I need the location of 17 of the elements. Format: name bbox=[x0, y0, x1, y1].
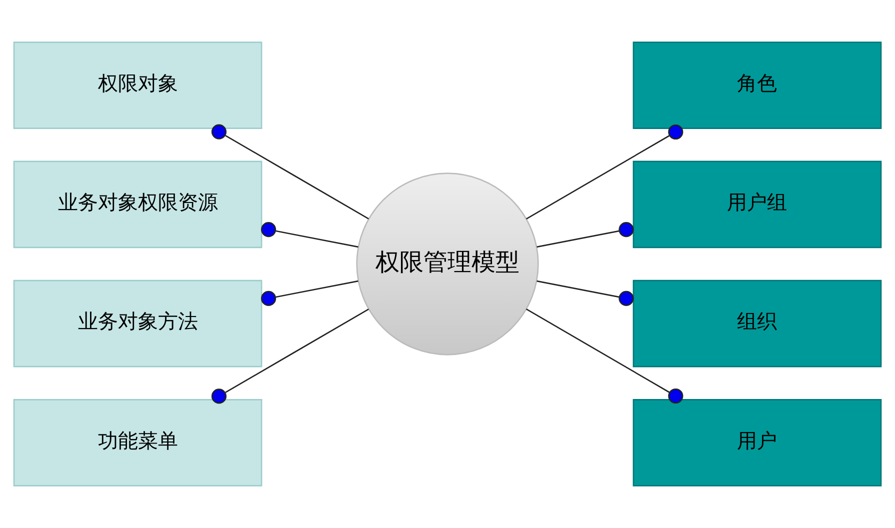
node-box: 用户 bbox=[632, 399, 882, 486]
connector bbox=[536, 222, 634, 248]
connector bbox=[261, 222, 358, 248]
node-box: 权限对象 bbox=[13, 42, 262, 129]
node-box: 组织 bbox=[632, 280, 882, 368]
node-box: 业务对象方法 bbox=[13, 280, 262, 368]
node-box: 业务对象权限资源 bbox=[13, 160, 262, 248]
node-box: 用户组 bbox=[632, 160, 882, 248]
node-circle: 权限管理模型 bbox=[356, 172, 539, 356]
node-box: 功能菜单 bbox=[13, 399, 262, 486]
connector bbox=[536, 280, 634, 306]
connector bbox=[211, 124, 369, 220]
node-box: 角色 bbox=[632, 42, 882, 129]
connector bbox=[261, 280, 358, 306]
connector bbox=[526, 124, 684, 220]
connector bbox=[526, 308, 684, 404]
connector bbox=[211, 308, 369, 404]
